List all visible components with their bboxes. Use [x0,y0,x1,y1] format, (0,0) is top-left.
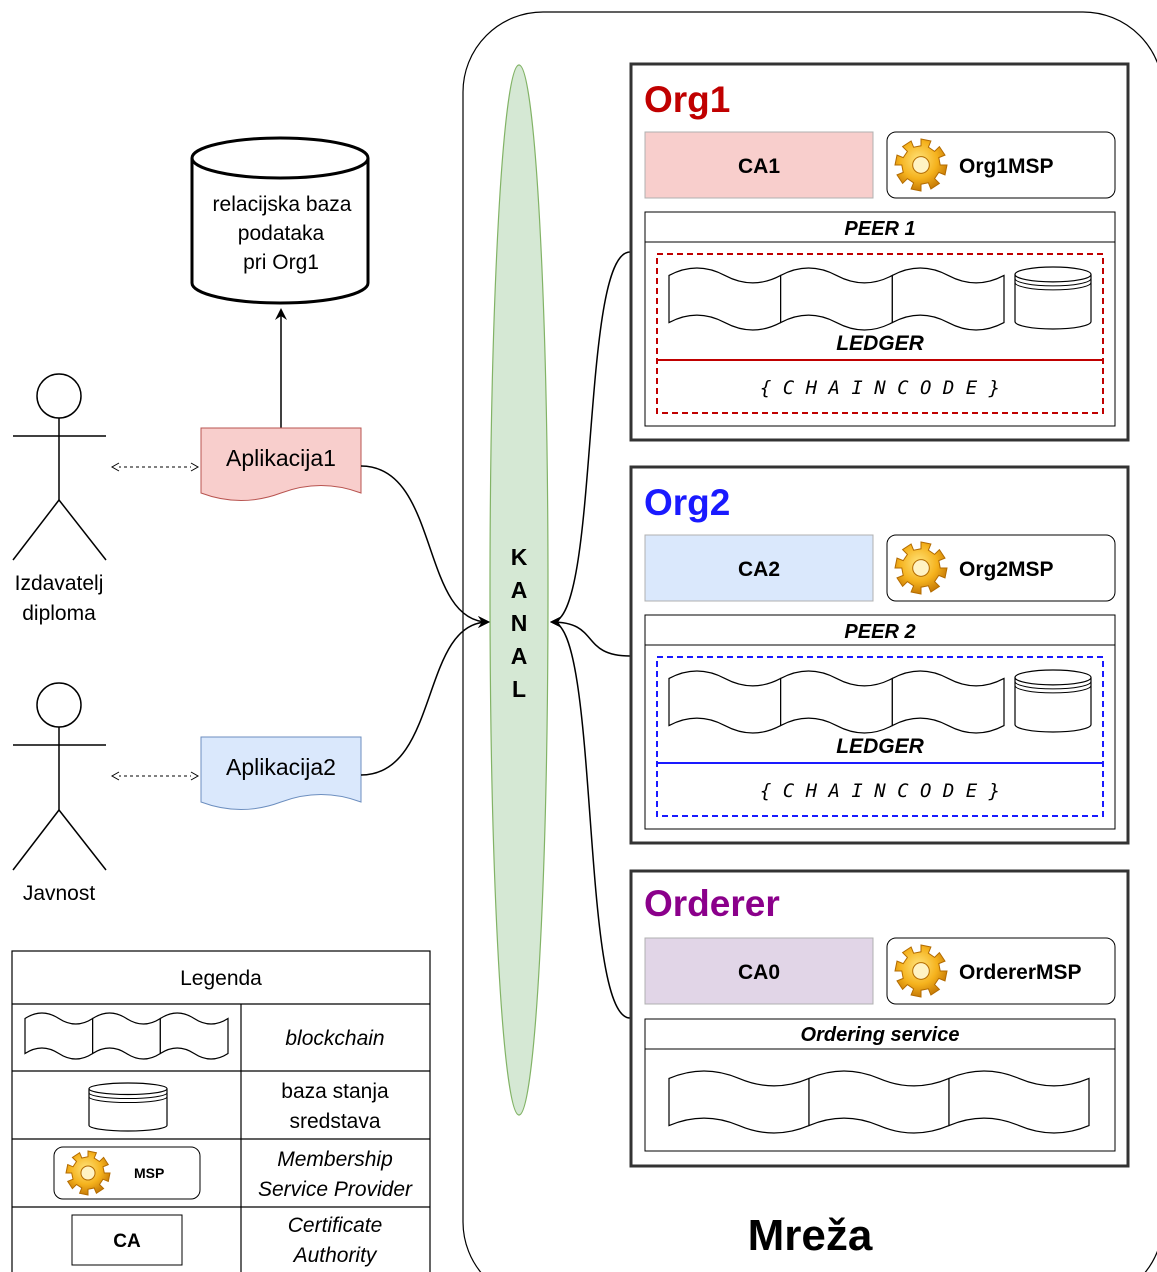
channel-letter: A [511,577,528,603]
orderer-name: Orderer [644,883,780,924]
ledger-label: LEDGER [836,332,924,355]
peer-title: PEER 1 [844,218,915,240]
org-name: Org1 [644,79,730,120]
legend-msp-label: MSP [134,1165,164,1181]
channel-letter: K [511,544,528,570]
ledger-blockchain [668,670,1005,734]
database-label-2: podataka [238,222,325,245]
legend: Legenda MSP CA blockchain baza stanja sre… [11,950,431,1272]
actor-issuer-label-2: diploma [22,602,96,625]
peer-title: PEER 2 [844,621,915,643]
legend-row-2-text-1: baza stanja [281,1080,389,1103]
channel-letter: L [512,676,526,702]
database-label-3: pri Org1 [243,251,319,274]
database-label-1: relacijska baza [213,193,352,216]
app1-label: Aplikacija1 [226,445,336,471]
app1-to-channel-edge [360,465,490,628]
chaincode-label: { C H A I N C O D E } [760,780,1000,802]
actor-issuer: Izdavatelj diploma [12,373,107,625]
gear-icon [894,138,948,192]
legend-row-1-text: blockchain [285,1027,384,1050]
actor-issuer-label-1: Izdavatelj [15,572,104,595]
ledger-label: LEDGER [836,735,924,758]
orderer-to-channel-edge [550,616,631,1019]
cylinder-icon [88,1082,168,1132]
gear-icon [894,944,948,998]
cylinder-icon [1014,669,1092,733]
app2-label: Aplikacija2 [226,754,336,780]
org-name: Org2 [644,482,730,523]
org2-to-channel-edge [550,616,631,657]
ledger-blockchain [668,267,1005,331]
relational-database: relacijska baza podataka pri Org1 [190,136,370,305]
msp-label: OrdererMSP [959,961,1082,984]
legend-blockchain-icon [24,1012,229,1060]
app2-document: Aplikacija2 [200,736,362,810]
ca-label: CA1 [738,155,780,178]
msp-label: Org1MSP [959,155,1054,178]
gear-icon [65,1150,111,1196]
ordering-service-title: Ordering service [801,1024,960,1046]
stick-figure-icon [36,682,82,728]
channel-letter: A [511,643,528,669]
legend-row-4-text-2: Authority [292,1244,378,1267]
app2-to-channel-edge [360,616,490,776]
ca-label: CA0 [738,961,780,984]
network-title: Mreža [748,1211,873,1260]
gear-icon [894,541,948,595]
app1-document: Aplikacija1 [200,427,362,501]
ca-label: CA2 [738,558,780,581]
legend-title: Legenda [180,967,262,990]
legend-row-3-text-1: Membership [277,1148,393,1171]
actor-public-label: Javnost [23,882,96,905]
legend-row-2-text-2: sredstava [289,1110,380,1133]
channel-ellipse [489,64,549,1116]
legend-row-3-text-2: Service Provider [258,1178,413,1201]
msp-label: Org2MSP [959,558,1054,581]
legend-ca-label: CA [113,1231,141,1252]
legend-row-4-text-1: Certificate [288,1214,383,1237]
cylinder-icon [1014,266,1092,330]
stick-figure-icon [36,373,82,419]
org1-to-channel-edge [550,251,631,628]
channel-letter: N [511,610,528,636]
actor-public: Javnost [12,682,107,905]
chaincode-label: { C H A I N C O D E } [760,377,1000,399]
legend-ca-box [71,1214,183,1266]
ordering-blockchain [668,1070,1090,1134]
